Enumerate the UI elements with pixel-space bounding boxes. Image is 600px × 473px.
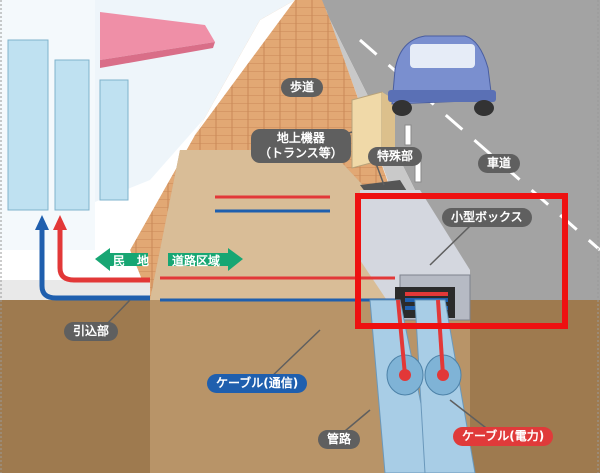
label-conduit: 管路: [318, 430, 361, 449]
awning-edge: [100, 42, 215, 68]
shop-window-3: [99, 79, 129, 201]
shop-window-2: [54, 59, 90, 211]
ground-equipment-side: [382, 92, 395, 162]
boundary-arrows: [95, 248, 243, 271]
label-private-land: 民 地: [113, 254, 150, 268]
label-road-area: 道路区域: [172, 254, 221, 268]
label-sidewalk: 歩道: [281, 78, 324, 97]
awning: [100, 12, 215, 60]
label-service-entry: 引込部: [64, 322, 119, 341]
label-special-section: 特殊部: [368, 147, 423, 166]
highlight-frame: [355, 193, 568, 329]
label-ground-equipment: 地上機器 （トランス等）: [251, 129, 351, 163]
label-cable-power: ケーブル(電力): [453, 427, 554, 446]
ground-surface-edge: [0, 280, 150, 300]
label-ground-equipment-line2: （トランス等）: [259, 146, 343, 160]
shop-window-1: [7, 39, 49, 211]
car: [388, 35, 496, 116]
label-cable-communication: ケーブル(通信): [207, 374, 308, 393]
sidewalk-edge: [110, 0, 295, 300]
label-ground-equipment-line1: 地上機器: [276, 131, 325, 145]
label-roadway: 車道: [478, 154, 521, 173]
service-entry-arrows: [35, 215, 150, 301]
label-small-box: 小型ボックス: [442, 208, 532, 227]
